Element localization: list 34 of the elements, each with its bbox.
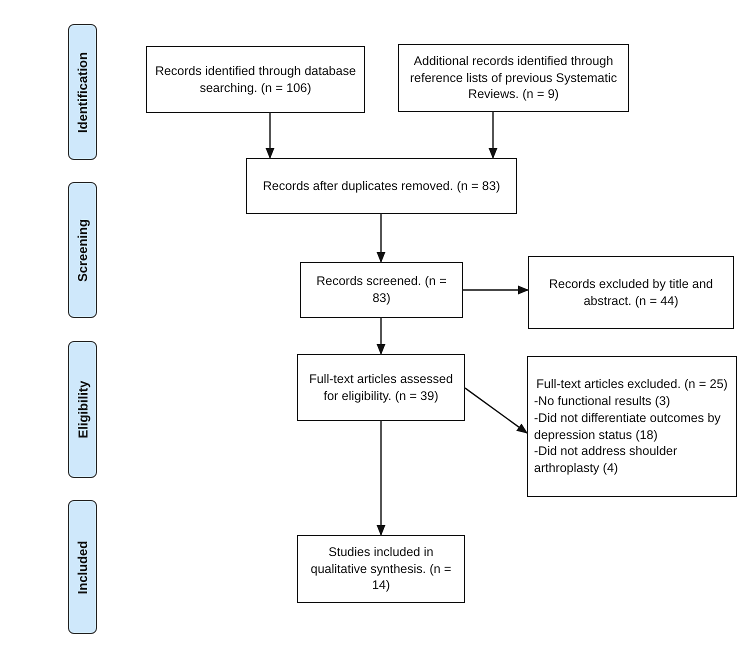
phase-label	[68, 24, 97, 160]
exclusion-reason: -No functional results (3)	[534, 392, 672, 410]
phase-text: Eligibility	[75, 380, 90, 438]
phase-label	[68, 500, 97, 634]
box-text: Records screened. (n = 83)	[315, 273, 448, 307]
box-text: Records identified through database searching. (n = 106)	[154, 62, 357, 96]
arrow	[463, 286, 530, 294]
process-box	[528, 256, 734, 329]
box-text: Records after duplicates removed. (n = 83)	[262, 178, 502, 194]
exclusion-reason: -Did not address shoulder arthroplasty (4)	[534, 443, 678, 478]
arrow	[488, 112, 498, 160]
box-text: Additional records identified through reference lists of previous Systematic Reviews. (n = 9)	[408, 52, 618, 104]
process-box	[297, 354, 465, 421]
arrow	[376, 318, 386, 356]
phase-text: Identification	[75, 52, 90, 132]
box-text: Full-text articles assessed for eligibility. (n = 39)	[308, 370, 454, 404]
process-box	[146, 46, 365, 113]
exclusion-reason: -Did not differentiate outcomes by depression status (18)	[534, 410, 722, 444]
phase-text: Included	[75, 540, 90, 594]
box-text: Records excluded by title and abstract. (n = 44)	[548, 276, 714, 310]
phase-label	[68, 341, 97, 478]
process-box	[300, 262, 463, 318]
process-box	[297, 535, 465, 603]
arrow	[376, 421, 386, 536]
process-box	[246, 158, 517, 214]
arrow	[464, 387, 528, 434]
process-box	[398, 44, 629, 112]
phase-text: Screening	[75, 218, 90, 282]
arrow	[376, 214, 386, 264]
arrow	[266, 113, 274, 160]
box-text: Full-text articles excluded. (n = 25)	[535, 376, 729, 393]
process-box	[527, 356, 737, 497]
box-text: Studies included in qualitative synthesis. (n = 14)	[310, 544, 452, 594]
phase-label	[68, 182, 97, 318]
